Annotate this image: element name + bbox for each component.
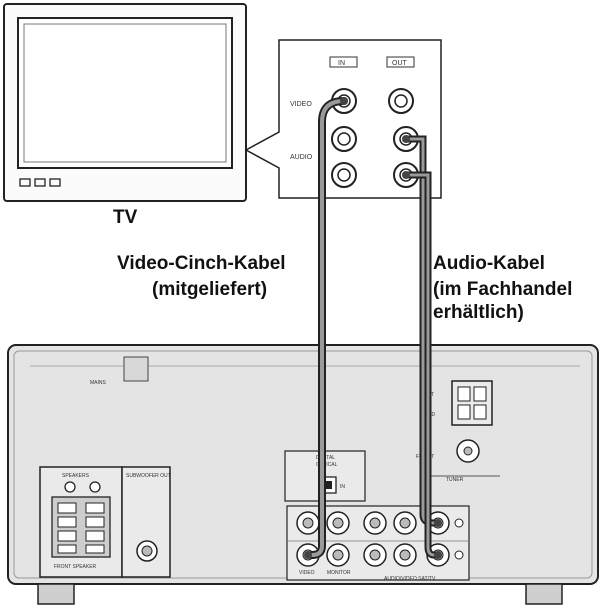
tv-rear-panel: IN OUT VIDEO AUDIO: [244, 39, 442, 199]
tv-front-buttons: [19, 178, 61, 187]
mains-cord-outlet: [123, 356, 149, 382]
tv-out-label: OUT: [392, 60, 408, 67]
tv-jack-video-out: [388, 88, 414, 114]
audio-cable-label-line1: Audio-Kabel: [433, 253, 545, 274]
video-out-label: VIDEO: [299, 570, 315, 576]
av-jack-panel: VIDEO MONITOR AUDIO/VIDEO SAT/TV: [286, 505, 470, 582]
audio-cable-label-line2: (im Fachhandel: [433, 279, 572, 300]
tv-set: [3, 3, 247, 202]
optical-label: OPTICAL: [316, 462, 338, 468]
tv-in-label: IN: [338, 60, 345, 67]
av-section-label: AUDIO/VIDEO SAT/TV: [384, 576, 436, 582]
speaker-terminal-block: SPEAKERS FRONT SPEAKER: [39, 466, 123, 578]
video-cable-label-line1: Video-Cinch-Kabel: [117, 253, 286, 274]
speakers-label: SPEAKERS: [62, 473, 90, 479]
front-speaker-label: FRONT SPEAKER: [54, 564, 97, 570]
tv-jack-audio-in-l: [331, 126, 357, 152]
receiver-foot-right: [525, 583, 563, 605]
video-cinch-cable: [304, 97, 348, 559]
mains-label: MAINS: [90, 380, 107, 386]
tuner-label: TUNER: [446, 477, 464, 483]
antenna-terminals: AM ANT GND: [424, 380, 493, 426]
audio-cable: [402, 135, 442, 559]
tv-video-label: VIDEO: [290, 101, 312, 108]
optical-in-label: IN: [340, 484, 345, 490]
receiver-unit: MAINS SPEAKERS FRONT SPEAKER SUBWOOFER O…: [7, 344, 599, 605]
tv-jack-audio-in-r: [331, 162, 357, 188]
monitor-out-label: MONITOR: [327, 570, 351, 576]
tv-label: TV: [113, 207, 138, 228]
subwoofer-label: SUBWOOFER OUT: [126, 473, 171, 479]
subwoofer-out: SUBWOOFER OUT: [121, 466, 171, 578]
receiver-foot-left: [37, 583, 75, 605]
tv-audio-label: AUDIO: [290, 154, 313, 161]
video-cable-label-line2: (mitgeliefert): [152, 279, 267, 300]
audio-cable-label-line3: erhältlich): [433, 302, 524, 323]
